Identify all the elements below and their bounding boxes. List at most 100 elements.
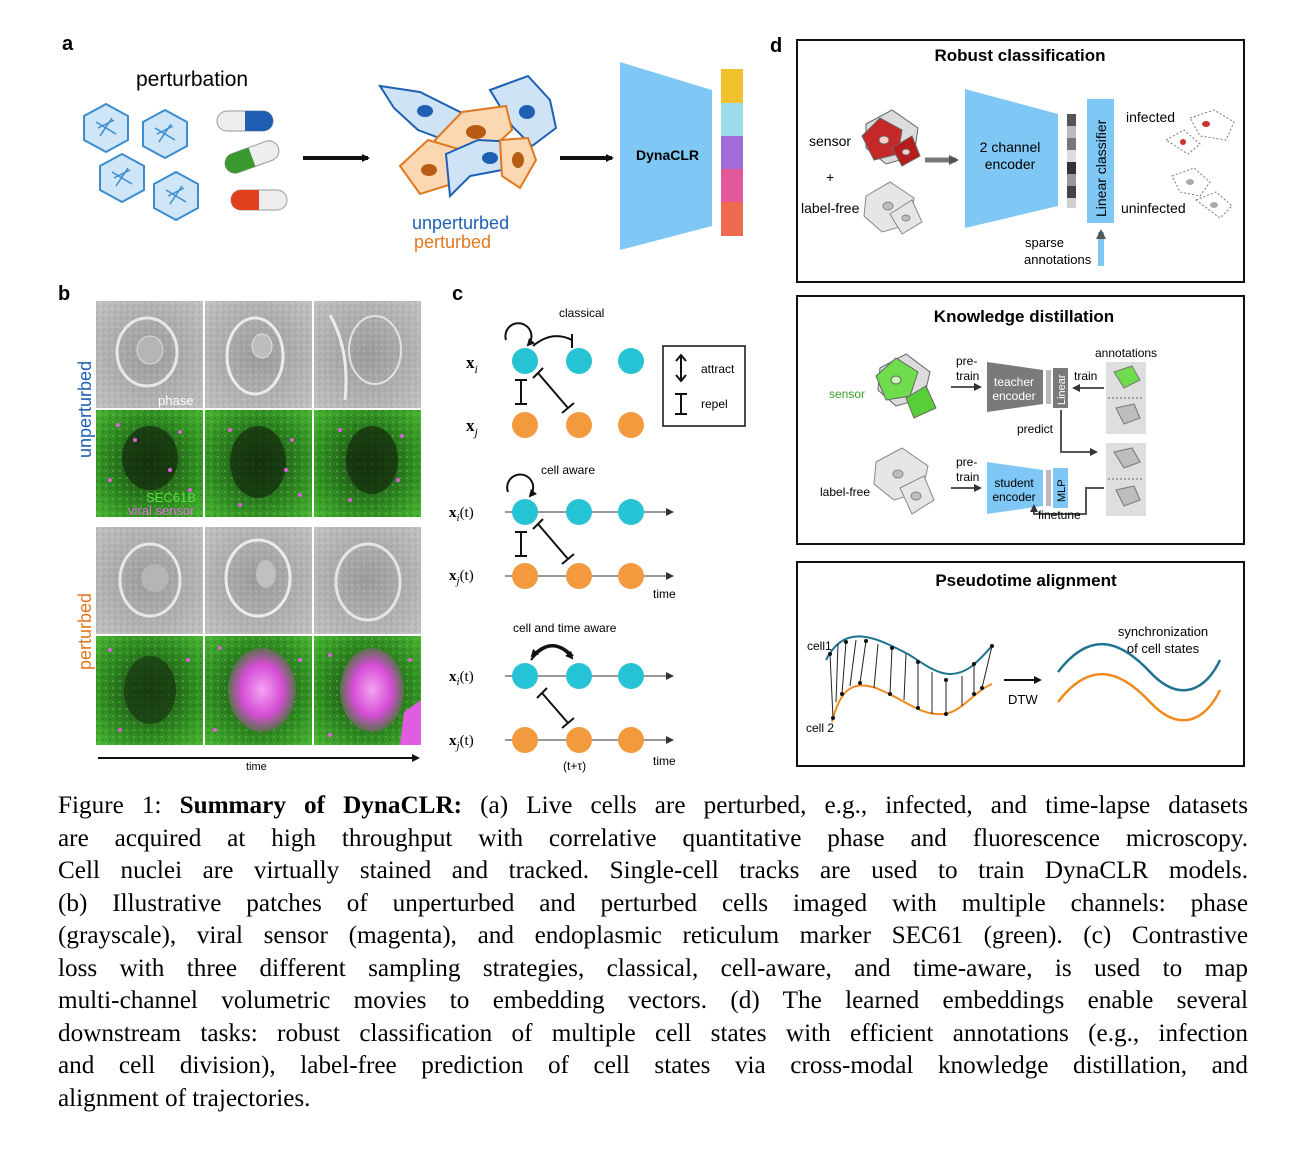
- panel-b: b unperturbed perturbed phase: [58, 283, 421, 773]
- anchor-node: [618, 348, 644, 374]
- time-axis-label: time: [246, 761, 267, 773]
- caption-line: (b) Illustrative patches of unperturbed …: [58, 889, 1248, 917]
- negative-node: [512, 727, 538, 753]
- xj-label: xj: [466, 416, 479, 439]
- caption-line: are acquired at high throughput with cor…: [58, 824, 1248, 852]
- cell2-label: cell 2: [806, 721, 834, 735]
- virus-icon: [83, 102, 129, 154]
- virus-icon: [142, 108, 188, 160]
- finetune-label: finetune: [1038, 508, 1081, 522]
- xj-t-label-2: xj(t): [449, 733, 474, 752]
- caption-line: multi-channel volumetric movies to embed…: [58, 987, 1248, 1014]
- distill-sensor-label: sensor: [829, 387, 865, 401]
- pretrain-2-line2: train: [956, 470, 979, 484]
- pretrain-1-line2: train: [956, 369, 979, 383]
- row-label-unperturbed: unperturbed: [75, 361, 95, 458]
- finetune-arrow: [1030, 487, 1104, 515]
- phase-tiles-unperturbed: phase: [96, 301, 421, 408]
- time-label-c2: time: [653, 754, 676, 768]
- self-attract-arc: [504, 322, 536, 347]
- plus-label: +: [826, 169, 834, 185]
- teacher-line1: teacher: [994, 375, 1034, 389]
- pill-icon-blue: [216, 110, 274, 132]
- pill-icon-red: [230, 189, 288, 211]
- uninfected-label: uninfected: [1121, 200, 1186, 216]
- alignment-points: [828, 639, 994, 720]
- dtw-correspondence-lines: [829, 639, 993, 719]
- anchor-node: [512, 663, 538, 689]
- negative-node: [618, 563, 644, 589]
- student-encoder: [987, 462, 1043, 514]
- negative-node: [512, 412, 538, 438]
- anchor-node: [566, 499, 592, 525]
- cell1-label: cell1: [807, 639, 832, 653]
- tau-label: (t+τ): [563, 759, 586, 773]
- classical-title: classical: [559, 306, 604, 320]
- dtw-label: DTW: [1008, 692, 1038, 707]
- sec61b-label: SEC61B: [146, 490, 196, 505]
- xi-t-label-2: xi(t): [449, 669, 474, 688]
- mlp-label: MLP: [1056, 479, 1068, 502]
- cell-aware-title: cell aware: [541, 463, 595, 477]
- negative-node: [618, 412, 644, 438]
- caption-line: Cell nuclei are virtually stained and tr…: [58, 857, 1248, 884]
- fluor-tiles-unperturbed: SEC61B viral sensor: [96, 410, 421, 518]
- feature-vector: [1067, 114, 1076, 208]
- sync-line1: synchronization: [1118, 624, 1208, 639]
- embedding-cell-3: [721, 136, 743, 169]
- dynaclr-encoder: [620, 62, 712, 250]
- annotations-label: annotations: [1095, 346, 1157, 360]
- robust-title: Robust classification: [935, 46, 1106, 65]
- xi-label: xi: [466, 353, 478, 376]
- pseudotime-title: Pseudotime alignment: [935, 571, 1117, 590]
- anchor-node: [566, 348, 592, 374]
- gray-cells-icon: [873, 447, 935, 515]
- teacher-encoder: [987, 362, 1043, 412]
- caption-line: and cell division), label-free predictio…: [58, 1052, 1248, 1079]
- phase-label: phase: [158, 393, 193, 408]
- two-channel-encoder: [965, 89, 1058, 228]
- caption-prefix: Figure 1:: [58, 792, 180, 819]
- repel-line: [537, 372, 569, 409]
- embedding-vector: [721, 69, 743, 236]
- xj-t-label: xj(t): [449, 568, 474, 587]
- sensor-label: sensor: [809, 133, 851, 149]
- linear-head: [1053, 368, 1068, 408]
- linear-label: Linear: [1056, 374, 1068, 405]
- unperturbed-legend: unperturbed: [412, 213, 509, 233]
- distill-title: Knowledge distillation: [934, 307, 1114, 326]
- drug-pill-icons: [216, 110, 288, 211]
- contrast-legend: [662, 345, 746, 427]
- caption-line: Figure 1: Summary of DynaCLR: (a) Live c…: [58, 792, 1248, 819]
- infected-cells-icon: [1165, 109, 1235, 155]
- encoder-line1: 2 channel: [980, 139, 1041, 155]
- panel-d-letter: d: [770, 35, 782, 57]
- virus-icons: [83, 102, 199, 222]
- sparse-line1: sparse: [1025, 235, 1064, 250]
- row-label-perturbed: perturbed: [75, 593, 95, 670]
- annotation-panel: [1106, 362, 1146, 434]
- repel-label: repel: [701, 397, 728, 411]
- pseudotime-box: Pseudotime alignment cell1 cell 2: [796, 561, 1245, 767]
- synced-trajectory-2: [1057, 673, 1222, 722]
- train-label: train: [1074, 369, 1097, 383]
- mlp-head: [1053, 468, 1068, 508]
- robust-classification-box: Robust classification sensor + label-fre…: [796, 39, 1245, 283]
- distill-label-free-label: label-free: [820, 485, 870, 499]
- sparse-line2: annotations: [1024, 252, 1092, 267]
- embedding-cell-4: [721, 169, 743, 202]
- pill-icon-green: [224, 140, 280, 174]
- panel-a: a perturbation: [62, 33, 743, 252]
- cell2-trajectory: [831, 683, 993, 723]
- teacher-line2: encoder: [992, 389, 1035, 403]
- virus-icon: [99, 152, 145, 204]
- negative-node: [566, 412, 592, 438]
- fluor-tiles-perturbed: [96, 636, 421, 745]
- predict-arrow: [1060, 410, 1098, 456]
- viral-sensor-label: viral sensor: [128, 503, 195, 518]
- perturbed-legend: perturbed: [414, 232, 491, 252]
- anchor-node: [566, 663, 592, 689]
- repel-arc: [532, 335, 573, 347]
- negative-node: [618, 727, 644, 753]
- figure-caption: Figure 1: Summary of DynaCLR: (a) Live c…: [58, 790, 1248, 1115]
